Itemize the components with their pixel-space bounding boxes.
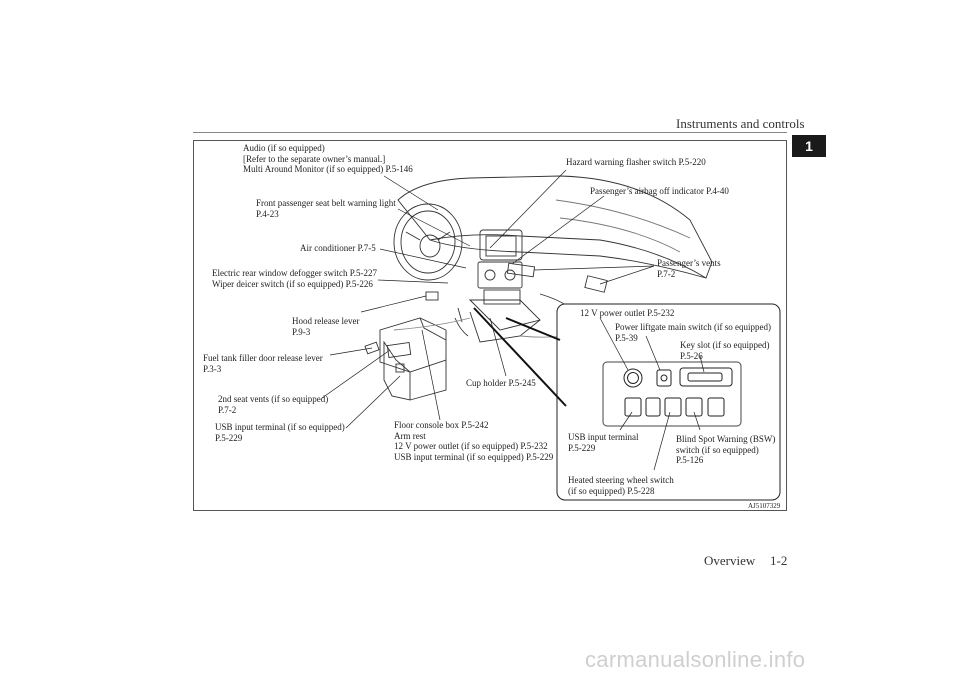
label-rear-defogger: Electric rear window defogger switch P.5… bbox=[212, 268, 377, 289]
label-power-outlet: 12 V power outlet P.5-232 bbox=[580, 308, 675, 318]
label-passenger-vents: Passenger’s vents P.7-2 bbox=[657, 258, 721, 279]
label-hazard-switch: Hazard warning flasher switch P.5-220 bbox=[566, 157, 706, 167]
figure-frame bbox=[193, 140, 787, 511]
label-liftgate-switch: Power liftgate main switch (if so equipp… bbox=[615, 322, 771, 343]
section-title: Instruments and controls bbox=[676, 116, 805, 131]
label-2nd-seat-vents: 2nd seat vents (if so equipped) P.7-2 bbox=[218, 394, 329, 415]
watermark: carmanualsonline.info bbox=[585, 647, 806, 672]
label-air-conditioner: Air conditioner P.7-5 bbox=[300, 243, 376, 253]
label-usb-rear: USB input terminal (if so equipped) P.5-… bbox=[215, 422, 345, 443]
label-cup-holder: Cup holder P.5-245 bbox=[466, 378, 536, 388]
label-floor-console: Floor console box P.5-242 Arm rest 12 V … bbox=[394, 420, 554, 462]
label-fuel-door-lever: Fuel tank filler door release lever P.3-… bbox=[203, 353, 323, 374]
chapter-tab[interactable]: 1 bbox=[792, 135, 826, 157]
label-usb-panel: USB input terminal P.5-229 bbox=[568, 432, 639, 453]
label-audio: Audio (if so equipped) [Refer to the sep… bbox=[243, 143, 413, 174]
label-key-slot: Key slot (if so equipped) P.5-26 bbox=[680, 340, 770, 361]
label-seat-belt-warning-light: Front passenger seat belt warning light … bbox=[256, 198, 396, 219]
label-hood-release: Hood release lever P.9-3 bbox=[292, 316, 360, 337]
figure-code: AJ5107329 bbox=[748, 502, 781, 510]
header-rule bbox=[193, 132, 787, 133]
footer-section: Overview bbox=[704, 553, 756, 568]
page-number: 1-2 bbox=[770, 553, 788, 568]
label-heated-steering-switch: Heated steering wheel switch (if so equi… bbox=[568, 475, 674, 496]
label-airbag-off-indicator: Passenger’s airbag off indicator P.4-40 bbox=[590, 186, 729, 196]
label-bsw-switch: Blind Spot Warning (BSW) switch (if so e… bbox=[676, 434, 776, 465]
